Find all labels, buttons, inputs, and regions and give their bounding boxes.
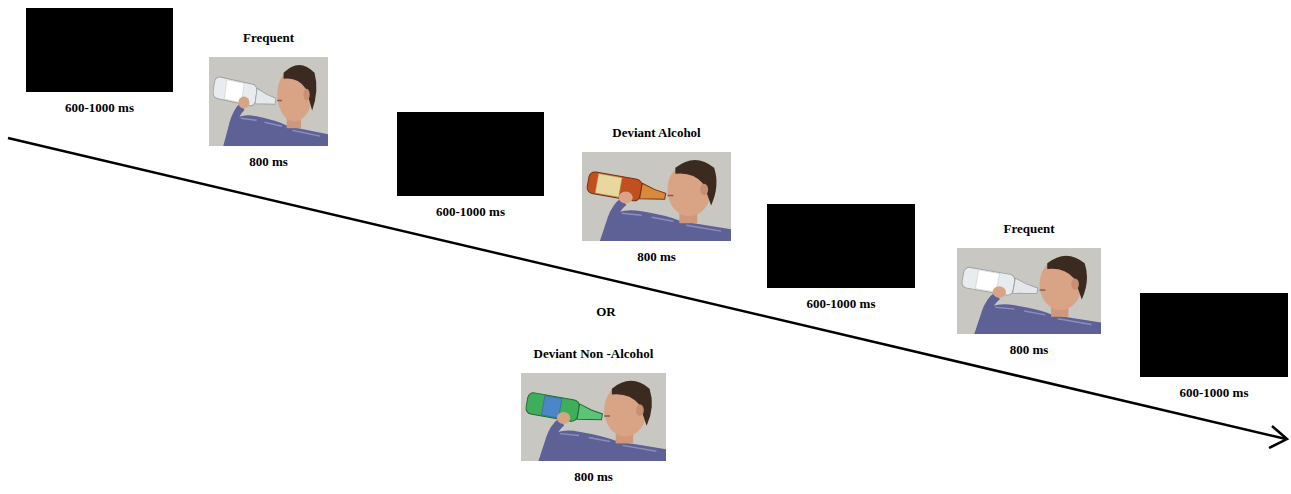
stimulus-photo: Deviant Alcohol800 ms: [582, 152, 731, 241]
stimulus-type: Deviant Non -Alcohol: [534, 346, 654, 361]
duration-label: 800 ms: [1010, 342, 1049, 357]
separator-label: OR: [594, 304, 618, 319]
duration-label: 800 ms: [249, 154, 288, 169]
stimulus-type: Deviant Alcohol: [612, 125, 700, 140]
stimulus-photo: Frequent800 ms: [209, 57, 328, 146]
stimulus-photo: Frequent800 ms: [957, 248, 1101, 334]
blank-screen: 600-1000 ms: [1140, 293, 1288, 377]
blank-screen: 600-1000 ms: [767, 204, 915, 288]
time-arrowhead: [1269, 426, 1287, 448]
photo: [957, 248, 1101, 334]
blank-screen: 600-1000 ms: [397, 112, 544, 196]
duration-label: 800 ms: [574, 469, 613, 484]
duration-label: 600-1000 ms: [1180, 385, 1249, 400]
photo: [521, 373, 666, 461]
blank-screen: 600-1000 ms: [26, 8, 173, 92]
duration-label: 600-1000 ms: [436, 204, 505, 219]
stimulus-photo: Deviant Non -Alcohol800 ms: [521, 373, 666, 461]
duration-label: 600-1000 ms: [65, 100, 134, 115]
stimulus-type: Frequent: [243, 30, 294, 45]
duration-label: 600-1000 ms: [807, 296, 876, 311]
photo: [209, 57, 328, 146]
duration-label: 800 ms: [637, 249, 676, 264]
photo: [582, 152, 731, 241]
stimulus-type: Frequent: [1003, 221, 1054, 236]
